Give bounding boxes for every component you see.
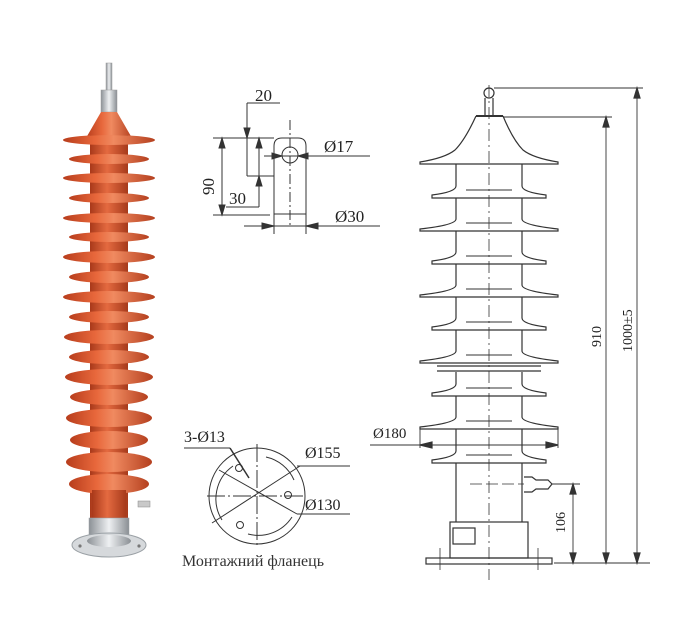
- flange-caption: Монтажний фланець: [182, 553, 324, 570]
- shed-profile: [419, 164, 559, 464]
- dim-shed-diameter: Ø180: [373, 426, 407, 442]
- dim-body-height: 910: [590, 326, 605, 347]
- dim-terminal-width: Ø30: [335, 207, 365, 226]
- dim-terminal-top-offset: 20: [255, 86, 272, 105]
- dim-flange-outer-diameter: Ø155: [305, 445, 341, 462]
- dim-ground-terminal-height: 106: [554, 512, 569, 533]
- dim-total-height: 1000±5: [621, 309, 636, 352]
- dim-flange-holes: 3-Ø13: [184, 429, 225, 446]
- dim-terminal-height: 90: [199, 178, 218, 195]
- dim-terminal-hole-offset: 30: [229, 189, 246, 208]
- dim-flange-bolt-circle: Ø130: [305, 497, 341, 514]
- dim-terminal-hole-diameter: Ø17: [324, 137, 354, 156]
